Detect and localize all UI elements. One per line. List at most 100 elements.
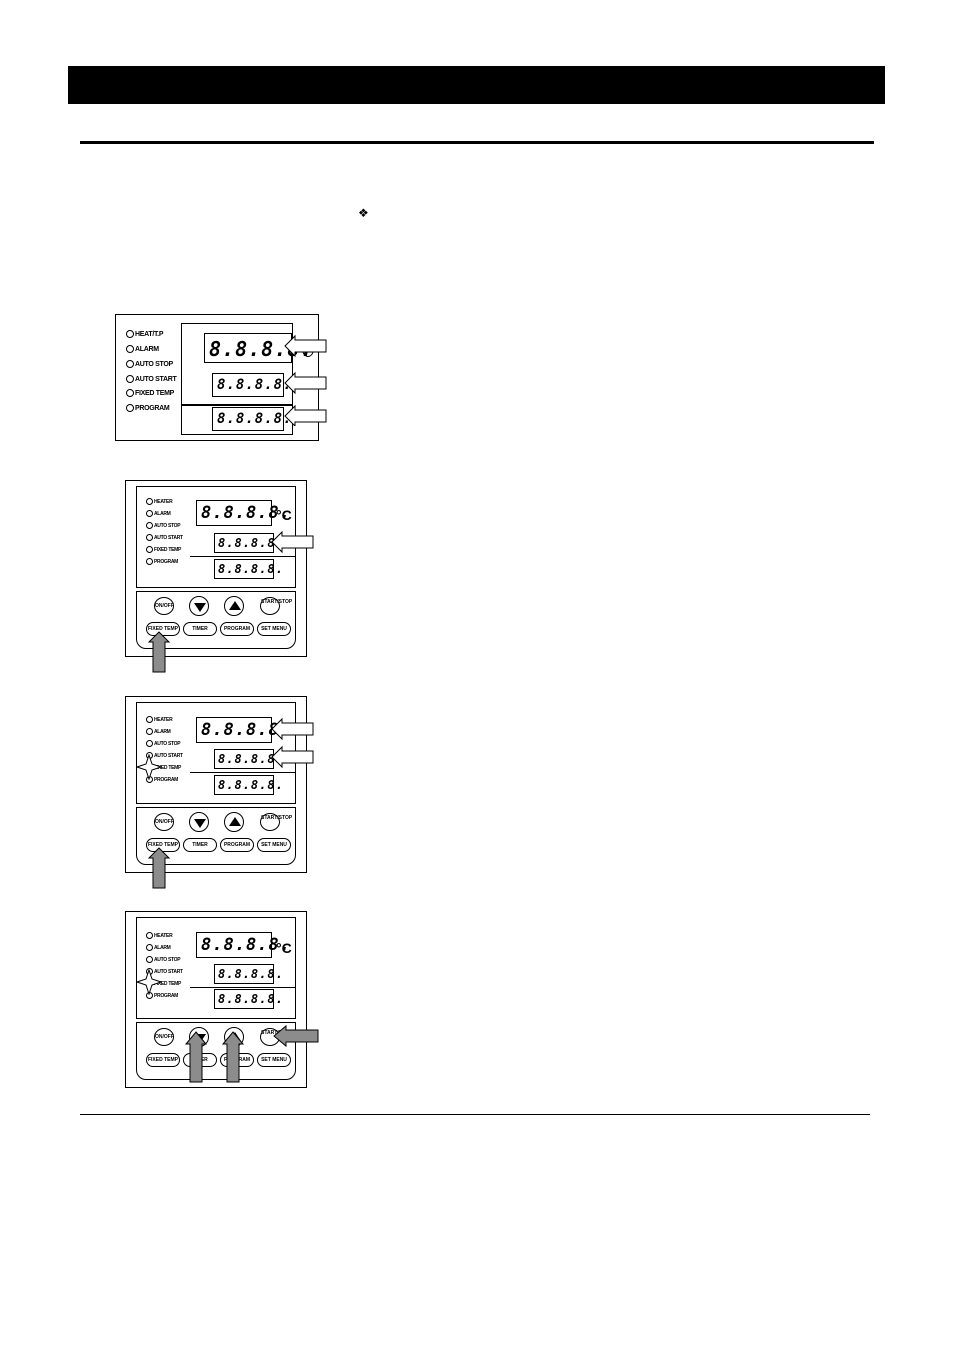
display-low: 8.8.8.8. [212,407,291,431]
led-icon [126,389,134,398]
led-icon [146,522,153,530]
controller-panel-4: HEATER ALARM AUTO STOP AUTO START FIXED … [125,911,307,1088]
display-mid-value: 8.8.8.8. [217,377,293,393]
display-main-value: 8.8.8.8. [201,720,291,740]
indicator-alarm: ALARM [126,344,176,354]
indicator-auto-stop: AUTO STOP [146,956,183,964]
led-icon [126,359,134,368]
display-mid: 8.8.8.8. [214,533,283,553]
display-low-value: 8.8.8.8. [218,562,284,576]
display-main: 8.8.8.8. [196,717,290,743]
set-menu-button[interactable]: SET MENU [257,1053,291,1067]
arrow-pointer-up-2 [147,631,171,673]
indicator-program: PROGRAM [126,404,176,413]
led-icon [146,558,153,566]
down-button[interactable] [189,596,209,616]
arrow-pointer-left-4 [273,1024,319,1048]
indicator-heater: HEATER [146,716,183,724]
indicator-fixed-temp: FIXED TEMP [126,389,176,398]
button-section-border [136,591,296,649]
arrow-pointer-up-3 [147,847,171,889]
led-icon [146,716,153,724]
led-icon [146,944,153,952]
display-mid: 8.8.8.8. [214,749,283,769]
led-icon [146,498,153,506]
set-menu-button[interactable]: SET MENU [257,622,291,636]
display-main: 8.8.8.8. [196,500,290,526]
start-stop-button[interactable]: START/STOP [260,813,292,831]
led-icon [126,374,134,383]
indicator-auto-stop: AUTO STOP [146,740,183,748]
led-icon [146,534,153,542]
button-section-border [136,1022,296,1080]
bottom-rule [80,1114,870,1115]
arrow-shape [147,847,171,889]
unit-label: °C [276,940,292,956]
display-low-value: 8.8.8.8. [217,411,293,427]
upper-section-border [136,917,296,1019]
set-menu-button[interactable]: SET MENU [257,838,291,852]
controller-panel-2: HEATER ALARM AUTO STOP AUTO START FIXED … [125,480,307,657]
led-icon [146,546,153,554]
arrow-shape [147,631,171,673]
up-button[interactable] [224,812,244,832]
led-icon [126,404,134,413]
display-low-value: 8.8.8.8. [218,992,284,1006]
indicator-auto-stop: AUTO STOP [146,522,183,530]
display-low-frame [190,987,296,1016]
header-bar [68,66,885,104]
indicator-list: HEATER ALARM AUTO STOP AUTO START FIXED … [146,498,183,566]
led-icon [126,330,134,338]
fixed-temp-button[interactable]: FIXED TEMP [146,1053,180,1067]
arrow-shape-main [271,717,314,741]
program-button[interactable]: PROGRAM [220,622,254,636]
display-low: 8.8.8.8. [214,559,283,579]
on-off-button[interactable]: ON/OFF [154,597,174,615]
unit-label: °C [276,507,292,523]
arrow-shape [184,1031,208,1083]
led-icon [146,728,153,736]
up-button[interactable] [224,596,244,616]
indicator-alarm: ALARM [146,510,183,518]
arrow-shape [271,530,314,554]
indicator-heater: HEATER [146,932,183,940]
display-frame [181,323,293,405]
start-stop-button[interactable]: START/STOP [260,597,292,615]
arrow-shape-mid [271,745,314,769]
controller-display-panel-1: HEAT/T.P ALARM AUTO STOP AUTO START FIXE… [115,314,319,441]
display-low-frame [190,772,296,801]
arrow-shape-low [284,404,327,426]
indicator-fixed-temp: FIXED TEMP [146,546,183,554]
indicator-alarm: ALARM [146,944,183,952]
arrow-pointer-up-up-4 [221,1031,245,1083]
display-main-value: 8.8.8.8. [201,503,291,523]
indicator-heater: HEATER [146,498,183,506]
program-button[interactable]: PROGRAM [220,838,254,852]
display-low: 8.8.8.8. [214,775,283,795]
display-main: 8.8.8.8. [196,932,290,958]
indicator-auto-start: AUTO START [146,534,183,542]
button-section-border [136,807,296,865]
display-mid-value: 8.8.8.8. [218,752,284,766]
on-off-button[interactable]: ON/OFF [154,813,174,831]
triangle-up-icon [229,817,241,826]
timer-button[interactable]: TIMER [183,622,217,636]
down-button[interactable] [189,812,209,832]
timer-button[interactable]: TIMER [183,838,217,852]
arrow-shape-main [284,334,327,358]
arrow-pointer-left-1 [284,334,327,426]
blink-star-icon [136,969,162,995]
display-low: 8.8.8.8. [214,989,283,1009]
display-mid-value: 8.8.8.8. [218,536,284,550]
display-mid-value: 8.8.8.8. [218,967,284,981]
display-mid: 8.8.8.8. [214,964,283,984]
arrow-shape [221,1031,245,1083]
arrow-shape-mid [284,371,327,395]
arrow-pointer-up-down-4 [184,1031,208,1083]
display-low-frame [190,556,296,585]
blink-star-icon [136,754,162,780]
arrow-pointer-mid-2 [271,530,314,554]
on-off-button[interactable]: ON/OFF [154,1028,174,1046]
led-icon [146,932,153,940]
top-rule [80,141,874,144]
